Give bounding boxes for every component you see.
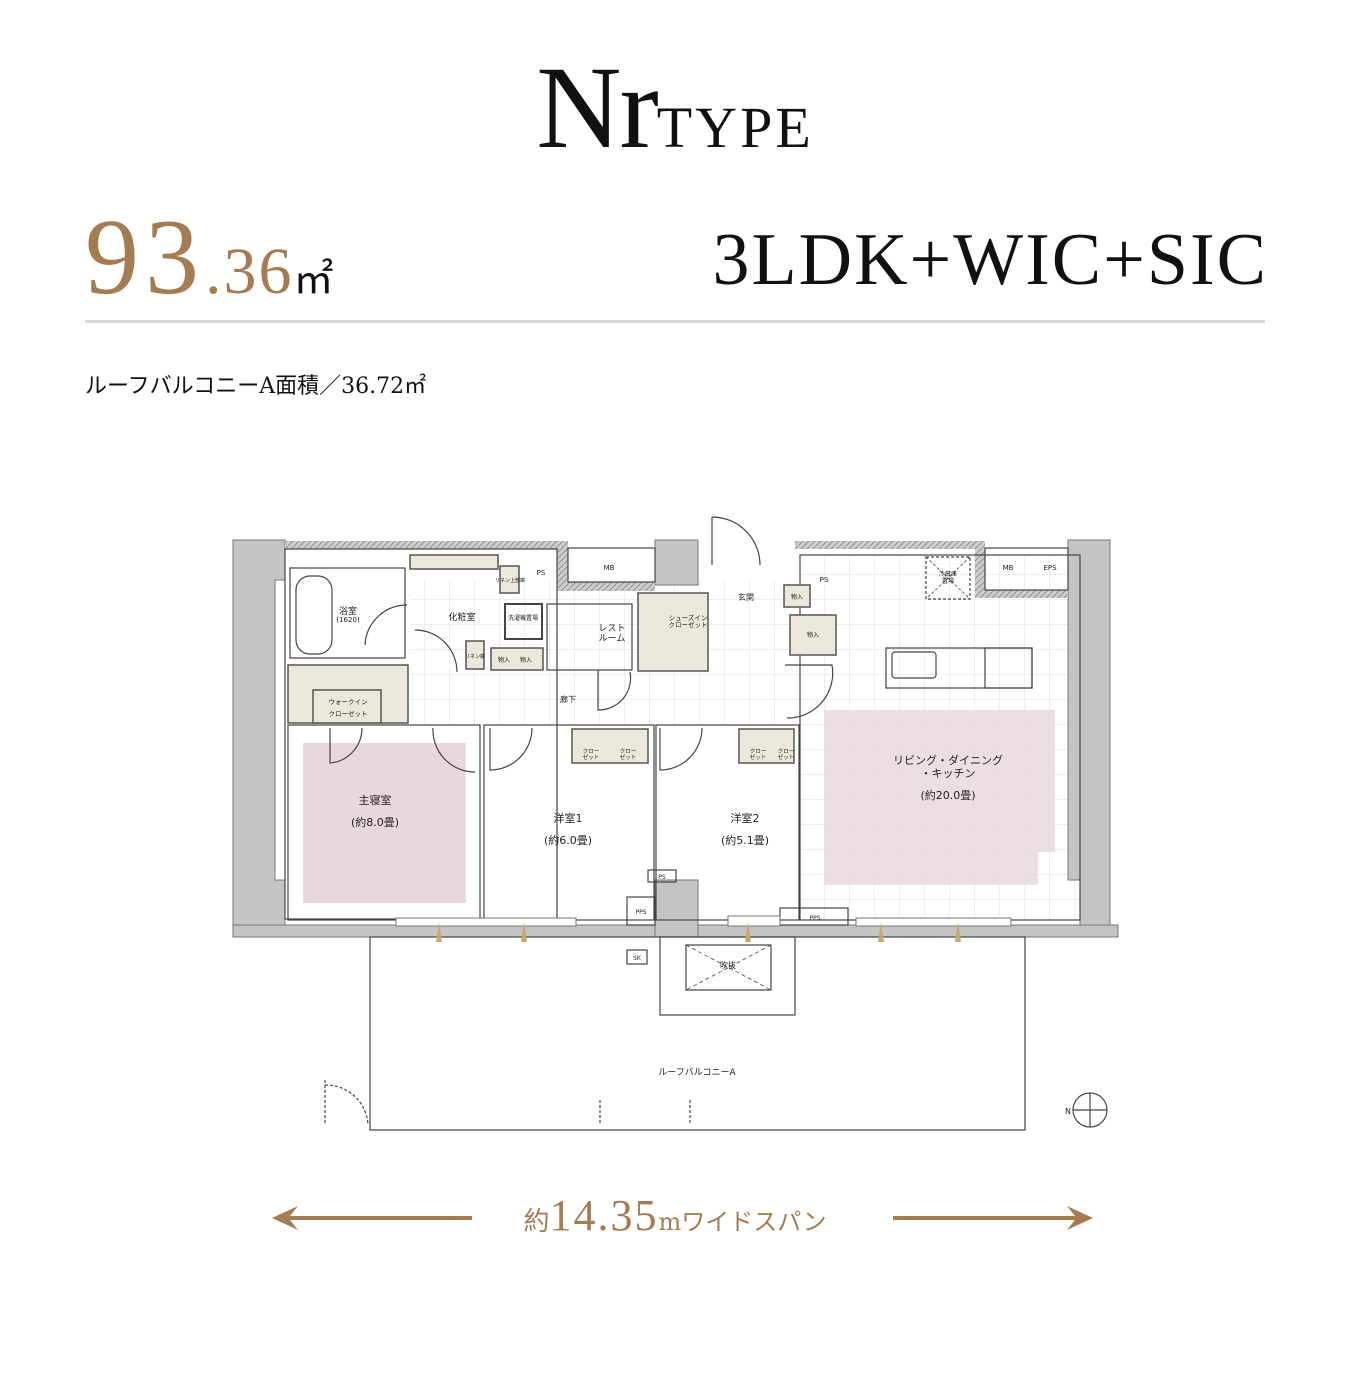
floor-area: 93.36㎡ — [85, 196, 334, 320]
windows — [395, 915, 1012, 927]
type-suffix: TYPE — [656, 95, 814, 160]
label-western2: 洋室2 — [731, 811, 760, 825]
label-closet-2a: クロー — [620, 748, 637, 755]
label-western1-size: (約6.0畳) — [544, 833, 592, 847]
label-fridge-2: 置場 — [942, 577, 954, 585]
label-closet-1b: ゼット — [583, 753, 600, 761]
span-suffix: mワイドスパン — [658, 1208, 827, 1236]
label-western2-size: (約5.1畳) — [721, 833, 769, 847]
label-mb-2: MB — [1003, 564, 1014, 572]
label-closet-4b: ゼット — [778, 753, 795, 761]
label-wic-2: クローゼット — [329, 709, 368, 718]
label-master: 主寝室 — [359, 793, 392, 807]
label-storage-4: 物入 — [520, 656, 532, 664]
label-storage-1: 物入 — [791, 593, 803, 601]
label-restroom-1: レスト — [598, 624, 625, 634]
label-closet-3a: クロー — [750, 748, 767, 755]
right-arrow-icon — [893, 1206, 1093, 1230]
vent-icons — [436, 922, 961, 942]
label-western1: 洋室1 — [554, 811, 583, 825]
wide-span: 約14.35mワイドスパン — [0, 1190, 1350, 1241]
label-bath-size: (1620) — [336, 616, 360, 624]
left-arrow-icon — [272, 1206, 472, 1230]
label-shoes-1: シューズイン — [669, 613, 708, 622]
label-closet-1a: クロー — [583, 748, 600, 755]
label-ps-1: PS — [537, 569, 546, 577]
label-ps-3: PS — [658, 874, 666, 881]
compass-north: N — [1065, 1107, 1071, 1116]
area-dot: . — [205, 235, 224, 308]
area-unit: ㎡ — [293, 257, 334, 302]
label-ps-2: PS — [820, 576, 829, 584]
label-eps: EPS — [1043, 564, 1057, 572]
label-restroom-2: ルーム — [599, 633, 626, 644]
label-fridge-1: 冷蔵庫 — [939, 570, 957, 578]
label-closet-3b: ゼット — [750, 753, 767, 761]
label-storage-3: 物入 — [498, 656, 510, 664]
label-void: 吹抜 — [720, 960, 736, 970]
type-title: NrTYPE — [0, 40, 1350, 176]
span-value: 14.35 — [549, 1191, 659, 1240]
label-ldk-size: (約20.0畳) — [920, 788, 975, 802]
exterior-walls — [285, 541, 1068, 598]
label-shoes-2: クローゼット — [669, 620, 708, 629]
type-name: Nr — [536, 42, 659, 173]
label-master-size: (約8.0畳) — [351, 815, 399, 829]
label-entrance: 玄関 — [738, 592, 754, 602]
label-washer: 洗濯機置場 — [508, 614, 538, 622]
label-ldk-1: リビング・ダイニング — [893, 753, 1003, 767]
label-roof-balcony: ルーフバルコニーA — [658, 1067, 736, 1078]
storage-units — [287, 554, 837, 764]
label-pps-1: PPS — [635, 909, 646, 916]
label-closet-4a: クロー — [778, 748, 795, 755]
label-linen-upper: リネン上部庫 — [495, 577, 525, 584]
label-bath: 浴室 — [339, 605, 357, 617]
label-hallway: 廊下 — [560, 694, 576, 704]
label-linen: リネン庫 — [465, 653, 485, 660]
label-powder: 化粧室 — [448, 611, 475, 623]
area-decimal: 36 — [223, 235, 294, 308]
label-pps-2: PPS — [809, 915, 820, 922]
label-wic-1: ウォークイン — [329, 698, 368, 706]
span-prefix: 約 — [523, 1207, 550, 1237]
divider — [85, 320, 1265, 323]
label-ldk-2: ・キッチン — [921, 767, 976, 780]
area-integer: 93 — [85, 198, 205, 317]
label-storage-2: 物入 — [807, 631, 819, 639]
label-mb-1: MB — [604, 564, 615, 572]
label-sk: SK — [633, 955, 642, 962]
ldk-tint — [824, 710, 1055, 885]
floor-plan: 浴室 (1620) 化粧室 洗濯機置場 レスト ルーム PS MB シューズイン… — [232, 516, 1119, 1131]
label-closet-2b: ゼット — [620, 753, 637, 761]
roof-balcony-area: ルーフバルコニーA面積／36.72㎡ — [85, 374, 427, 399]
layout-type: 3LDK+WIC+SIC — [712, 219, 1268, 301]
master-tint — [303, 743, 466, 903]
